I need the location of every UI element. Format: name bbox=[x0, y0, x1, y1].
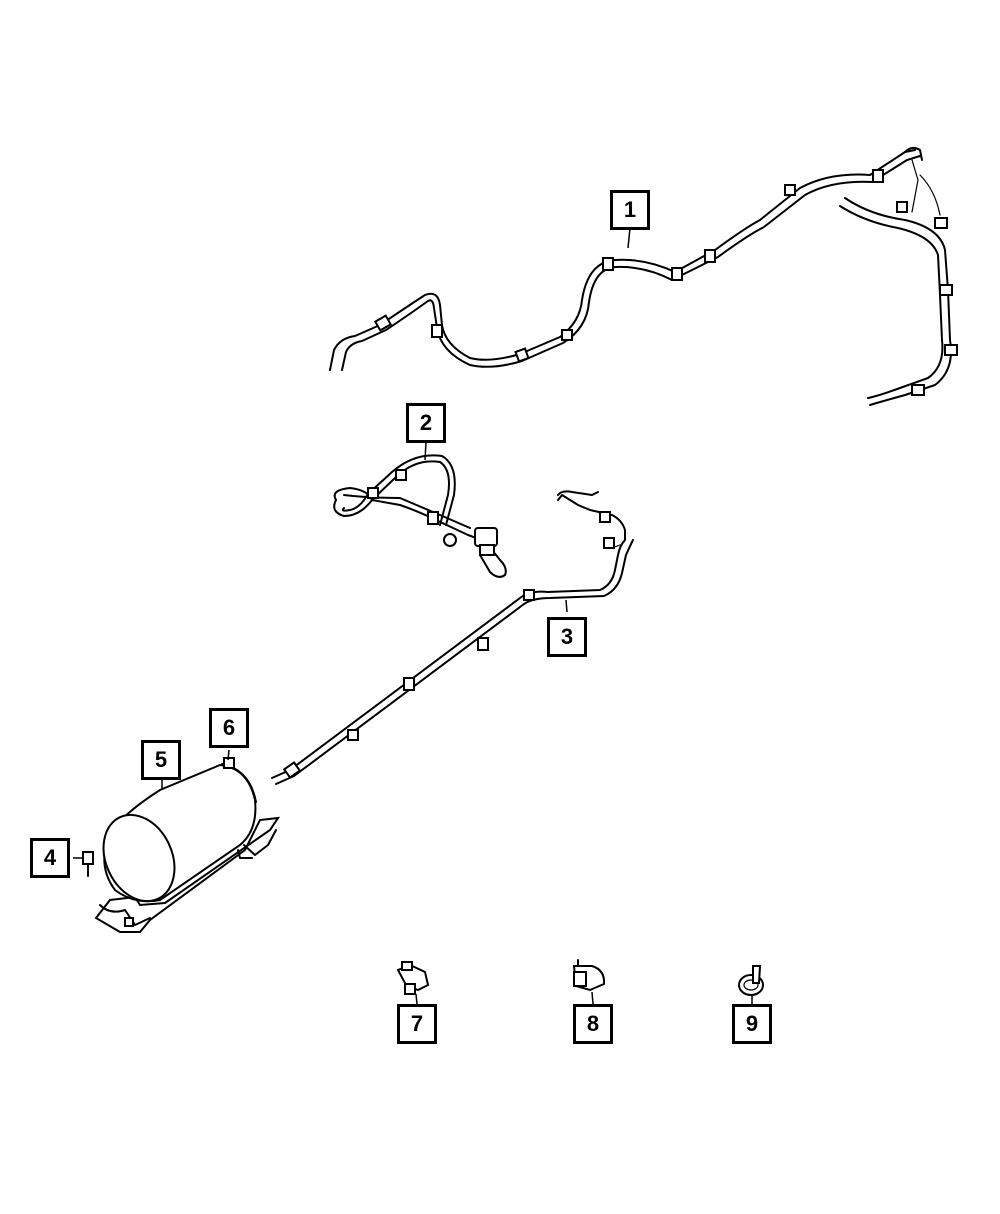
purge-valve bbox=[443, 527, 498, 556]
callout-9[interactable]: 9 bbox=[732, 1004, 772, 1044]
part-2-purge-hose bbox=[333, 454, 507, 578]
part-7-clip bbox=[396, 961, 430, 995]
part-8-clip bbox=[572, 959, 606, 992]
part-3-vent-tube bbox=[271, 490, 634, 785]
part-9-clamp bbox=[738, 965, 764, 996]
leader-lines bbox=[73, 227, 753, 1005]
callout-4[interactable]: 4 bbox=[30, 838, 70, 878]
callout-7[interactable]: 7 bbox=[397, 1004, 437, 1044]
part-4-bolt bbox=[82, 851, 94, 877]
callout-3[interactable]: 3 bbox=[547, 617, 587, 657]
callout-2[interactable]: 2 bbox=[406, 403, 446, 443]
callout-1[interactable]: 1 bbox=[610, 190, 650, 230]
part-1-vapor-line bbox=[329, 146, 958, 406]
callout-6[interactable]: 6 bbox=[209, 708, 249, 748]
part-5-vapor-canister bbox=[94, 757, 281, 933]
callout-8[interactable]: 8 bbox=[573, 1004, 613, 1044]
callout-5[interactable]: 5 bbox=[141, 740, 181, 780]
